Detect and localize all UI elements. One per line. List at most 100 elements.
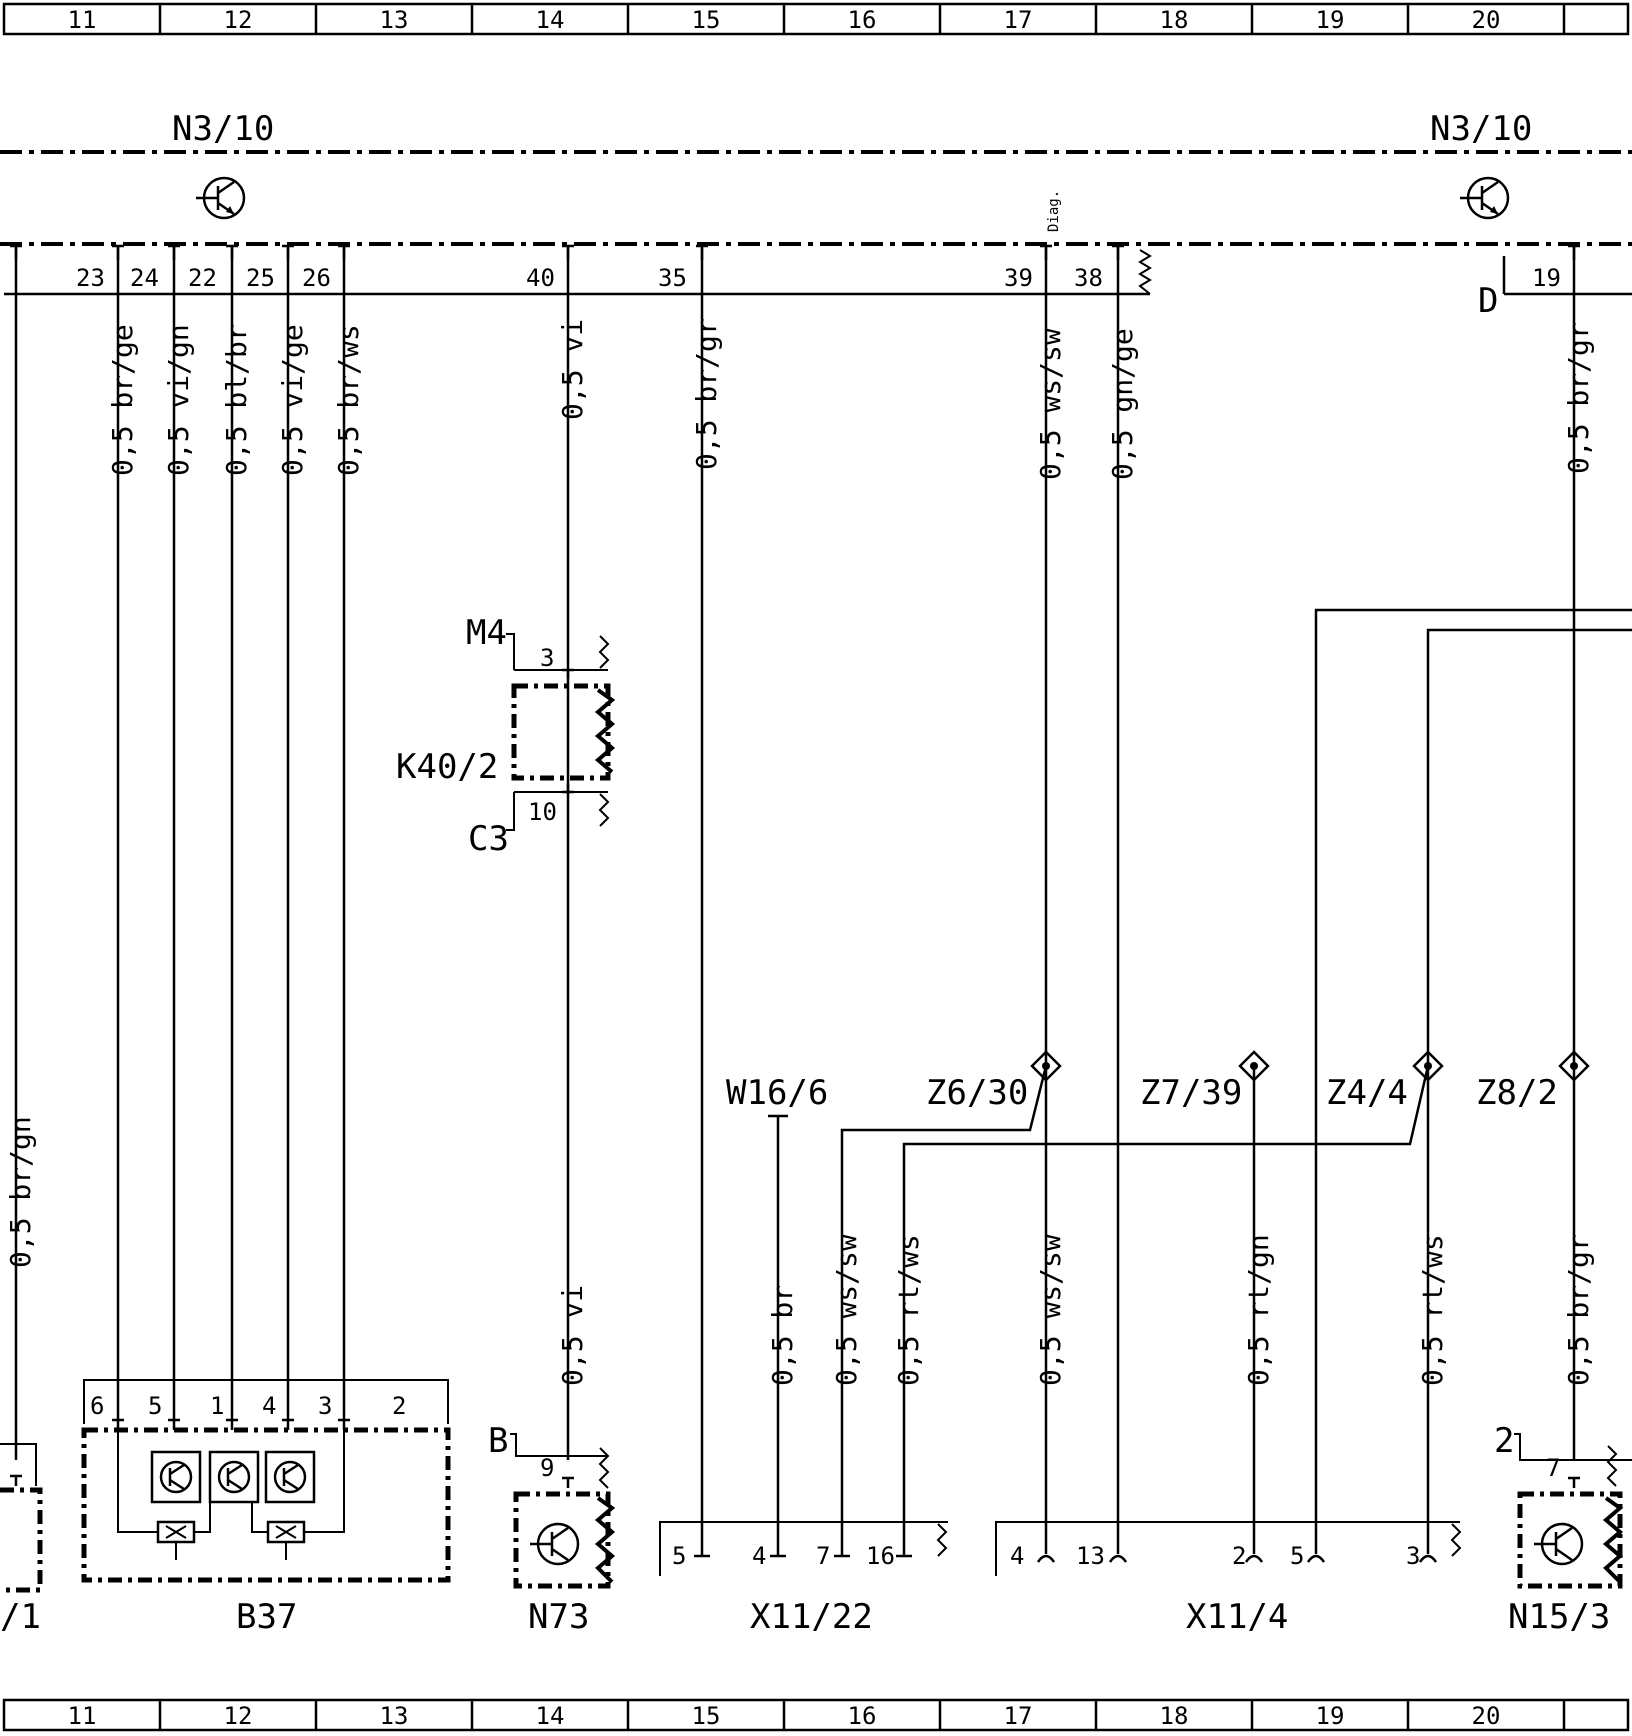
pin-label: 39 [1004,264,1033,292]
b37-sensor: 6 5 1 4 3 2 [81,1379,451,1637]
grid-label: 14 [536,6,565,34]
pin-label: 40 [526,264,555,292]
pin-label: 23 [76,264,105,292]
n3-10-left-label: N3/10 [172,109,274,149]
c3-bracket [506,792,515,831]
splice-icon [1412,1050,1444,1082]
grid-label: 13 [380,6,409,34]
n73-pin-b-label: B [488,1421,508,1461]
wire-rt-ws-branch [902,1065,1430,1536]
grid-label: 11 [68,6,97,34]
grid-label: 17 [1004,6,1033,34]
x11-4-connector: 4 13 2 5 3 X11/4 [995,1521,1462,1637]
b37-pin-frame [83,1379,449,1424]
m4-label: M4 [466,613,507,653]
grid-bar-bottom: 11 12 13 14 15 16 17 18 19 20 [2,1698,1630,1732]
grid-label: 20 [1472,6,1501,34]
n3-10-control-unit: N3/10 N3/10 Diag. [0,109,1632,246]
n73-unit: B 9 N73 [488,1421,616,1637]
pin-label: 25 [246,264,275,292]
k40-2-relay: M4 K40/2 C3 3 10 [396,613,616,859]
pin-label: 19 [1532,264,1561,292]
n73-label: N73 [528,1597,589,1637]
b37-pin: 4 [262,1392,276,1420]
wire-label: 0,5 br/gr [1562,1234,1595,1386]
grid-label: 11 [68,1702,97,1730]
splice-icon [1030,1050,1062,1082]
relay-zigzag-bottom [598,793,610,827]
wire-label: 0,5 rt/ws [892,1234,925,1386]
b37-pin: 1 [210,1392,224,1420]
n15-pin: 7 [1546,1454,1560,1482]
relay-pin-tick [562,784,574,794]
grid-bar-bottom-frame [2,1698,1630,1732]
n3-10-right-label: N3/10 [1430,109,1532,149]
wire-label: 0,5 ws/sw [1034,1234,1067,1386]
transistor-icon [1534,1522,1584,1566]
z8-2-label: Z8/2 [1476,1073,1558,1113]
z7-39-label: Z7/39 [1140,1073,1242,1113]
d-label: D [1478,281,1498,321]
wire-label: 0,5 ws/sw [1034,328,1067,480]
m4-bracket [506,633,515,670]
transistor-icon [1460,176,1510,220]
wire-label: 0,5 br/gn [4,1116,37,1268]
k40-2-label: K40/2 [396,747,498,787]
wire-label: 0,5 br/gr [690,318,723,470]
relay-frame [511,683,611,781]
grid-label: 16 [848,1702,877,1730]
n15-3-label: N15/3 [1508,1597,1610,1637]
w16-6-label: W16/6 [726,1073,828,1113]
grid-label: 12 [224,1702,253,1730]
grid-bar-top-frame [2,2,1630,36]
wire-label: 0,5 br [766,1285,799,1386]
wire-label: 0,5 ws/sw [830,1234,863,1386]
pin-label: 38 [1074,264,1103,292]
pin-label: 35 [658,264,687,292]
b37-pin-ticks [112,1418,350,1430]
wire-label: 0,5 gn/ge [1106,328,1139,480]
x11-4-pin: 5 [1290,1542,1304,1570]
wire-label: 0,5 vi [556,1285,589,1386]
relay-zigzag-top [598,635,610,669]
x11-4-pin: 4 [1010,1542,1024,1570]
b37-pin: 5 [148,1392,162,1420]
wire-label: 0,5 rt/ws [1416,1234,1449,1386]
shield-zigzag [1138,249,1152,295]
grid-label: 15 [692,6,721,34]
grid-bar-top: 11 12 13 14 15 16 17 18 19 20 [2,2,1630,36]
wire-label: 0,5 vi/gn [162,324,195,476]
wire-label: 0,5 br/gr [1562,322,1595,474]
z6-30-label: Z6/30 [926,1073,1028,1113]
wire-labels-top: 0,5 br/ge 0,5 vi/gn 0,5 bl/br 0,5 vi/ge … [106,318,1595,480]
grid-label: 18 [1160,1702,1189,1730]
x11-22-pin: 16 [866,1542,895,1570]
c3-label: C3 [468,819,509,859]
grid-label: 18 [1160,6,1189,34]
splice-icon [1558,1050,1590,1082]
b37-pin: 2 [392,1392,406,1420]
pin-label: 24 [130,264,159,292]
n3-pin-ticks [10,244,1580,260]
wire-label: 0,5 rt/gn [1242,1234,1275,1386]
x11-22-pin: 7 [816,1542,830,1570]
n15-3-unit: 2 7 N15/3 [1494,1421,1632,1637]
b37-housing [81,1427,451,1583]
wire-label: 0,5 vi/ge [276,324,309,476]
pin-label: 22 [188,264,217,292]
left-partial-label: /1 [0,1597,41,1637]
x11-4-pin: 3 [1406,1542,1420,1570]
transistor-icon [530,1522,580,1566]
x11-22-pin: 4 [752,1542,766,1570]
transistor-icon [159,1460,193,1494]
transistor-icon [217,1460,251,1494]
diag-label: Diag. [1046,190,1062,232]
relay-pin-label: 10 [528,798,557,826]
b37-pin: 6 [90,1392,104,1420]
n15-pin-2-label: 2 [1494,1421,1514,1461]
z4-4-label: Z4/4 [1326,1073,1408,1113]
left-partial-component: /1 [0,1443,43,1637]
n15-3-housing [1517,1491,1623,1589]
wires [14,246,1632,1536]
